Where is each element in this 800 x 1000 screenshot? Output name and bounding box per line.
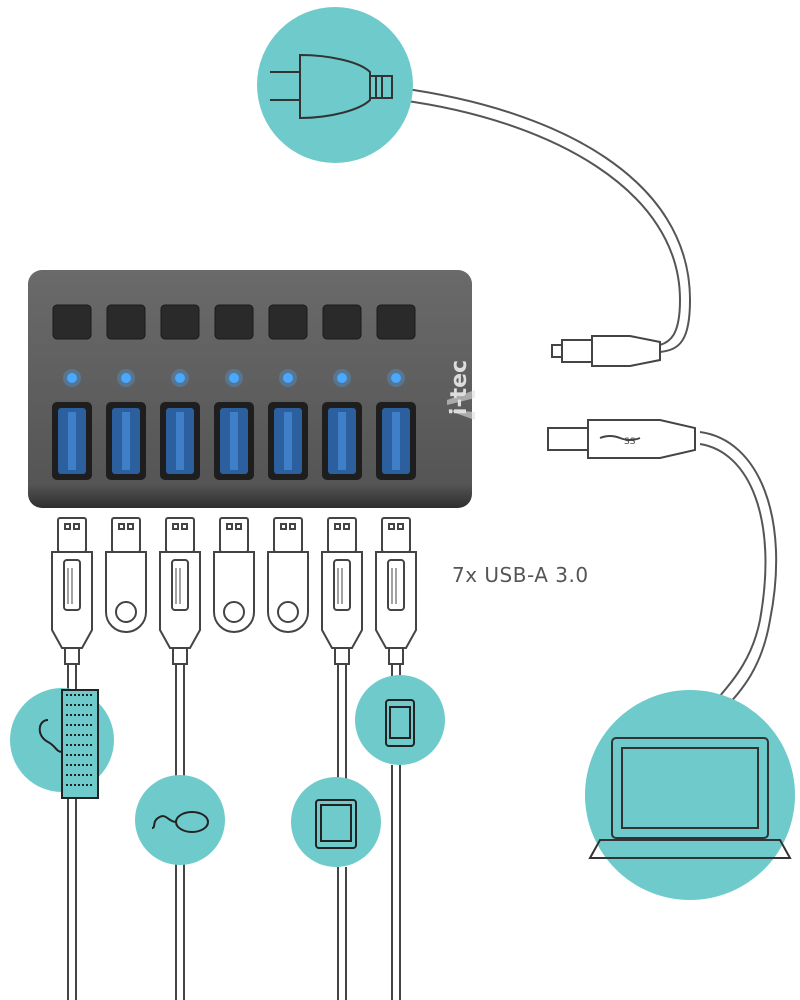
- usb-a-port: [322, 402, 362, 480]
- port-power-button[interactable]: [52, 304, 92, 340]
- usb-a-port: [52, 402, 92, 480]
- i-tec-logo-mark: [447, 390, 475, 420]
- led-glow: [333, 369, 351, 387]
- led-glow: [63, 369, 81, 387]
- device-cable: [337, 867, 347, 1000]
- port-power-button[interactable]: [322, 304, 362, 340]
- laptop-circle: [585, 690, 795, 900]
- usb-flash-drive-icon: [105, 517, 147, 633]
- led-glow: [117, 369, 135, 387]
- usb-a-plug-icon: [159, 517, 201, 1000]
- svg-text:SS: SS: [624, 437, 636, 447]
- port-power-button[interactable]: [376, 304, 416, 340]
- usb-hub: [28, 270, 475, 508]
- port-power-button[interactable]: [268, 304, 308, 340]
- device-cable: [67, 792, 77, 1000]
- usb-a-plug-icon: [51, 517, 93, 690]
- led-glow: [279, 369, 297, 387]
- device-cable: [391, 765, 401, 1000]
- usb-a-port: [268, 402, 308, 480]
- port-power-button[interactable]: [106, 304, 146, 340]
- port-led-indicator: [121, 373, 131, 383]
- port-power-button[interactable]: [160, 304, 200, 340]
- port-power-button[interactable]: [214, 304, 254, 340]
- laptop-icon: [588, 737, 792, 859]
- usb-b-cable: [699, 431, 778, 721]
- usb-a-port: [214, 402, 254, 480]
- usb-a-plug-icon: [321, 517, 363, 780]
- port-led-indicator: [175, 373, 185, 383]
- tablet-circle: [291, 777, 381, 867]
- dc-barrel-plug-icon: [551, 335, 661, 367]
- device-cable: [175, 865, 185, 1000]
- port-led-indicator: [391, 373, 401, 383]
- usb-a-plug-icon: [375, 517, 417, 680]
- smartphone-circle: [355, 675, 445, 765]
- port-led-indicator: [67, 373, 77, 383]
- led-glow: [387, 369, 405, 387]
- ports-label: 7x USB-A 3.0: [452, 563, 589, 587]
- brand-logo: i-tec: [447, 359, 473, 416]
- port-led-indicator: [283, 373, 293, 383]
- port-led-indicator: [337, 373, 347, 383]
- usb-a-port: [106, 402, 146, 480]
- tablet-icon: [315, 799, 357, 849]
- power-plug-icon: [270, 53, 393, 120]
- power-plug-circle: [257, 7, 413, 163]
- usb-b-plug-icon: SS: [547, 419, 696, 459]
- usb-a-port: [376, 402, 416, 480]
- usb-flash-drive-icon: [213, 517, 255, 633]
- power-cable: [399, 87, 692, 353]
- mouse-circle: [135, 775, 225, 865]
- keyboard-circle: [10, 688, 114, 799]
- led-glow: [225, 369, 243, 387]
- keyboard-icon: [38, 689, 99, 799]
- port-led-indicator: [229, 373, 239, 383]
- mouse-icon: [151, 811, 209, 833]
- usb-a-port: [160, 402, 200, 480]
- led-glow: [171, 369, 189, 387]
- smartphone-icon: [385, 699, 415, 747]
- usb-flash-drive-icon: [267, 517, 309, 633]
